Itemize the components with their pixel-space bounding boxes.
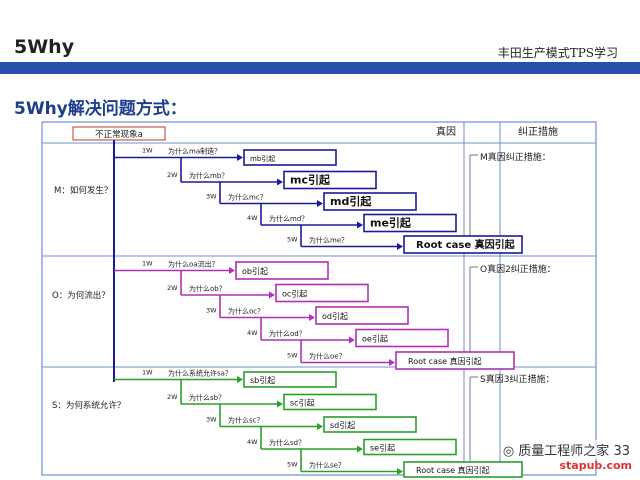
why-number-m-5: 5W — [287, 236, 298, 244]
cause-box-m-5 — [403, 235, 523, 254]
cause-box-label-s-4: se引起 — [370, 444, 395, 453]
arrow-head-icon — [357, 445, 363, 453]
slide-title: 5Why — [14, 36, 75, 58]
abnormal-label: 不正常现象a — [95, 129, 143, 140]
arrow-head-icon — [229, 267, 235, 274]
cause-box-label-o-5: Root case 真因引起 — [408, 356, 482, 366]
why-question-m-2: 为什么mb？ — [189, 171, 228, 180]
cause-box-o-1 — [235, 261, 329, 280]
why-question-m-5: 为什么me？ — [309, 236, 348, 245]
cause-box-s-1 — [243, 371, 337, 388]
why-number-s-1: 1W — [142, 369, 153, 377]
why-question-s-4: 为什么sd？ — [269, 438, 305, 447]
why-number-m-4: 4W — [247, 214, 258, 222]
arrow-head-icon — [317, 423, 323, 430]
cause-box-o-3 — [315, 306, 409, 325]
arrow-head-icon — [269, 291, 275, 299]
arrow-head-icon — [389, 359, 395, 366]
arrow-head-icon — [237, 154, 243, 161]
why-number-s-5: 5W — [287, 461, 298, 469]
cause-box-label-m-4: me引起 — [370, 216, 412, 230]
column-header-true-cause: 真因 — [436, 125, 456, 138]
arrow-head-icon — [357, 221, 363, 229]
why-question-o-4: 为什么od？ — [269, 329, 306, 338]
page-number: 33 — [613, 444, 630, 459]
why-number-m-2: 2W — [167, 171, 178, 179]
section-heading: 5Why解决问题方式： — [14, 99, 187, 119]
cause-box-label-m-3: md引起 — [330, 194, 372, 208]
correction-label-o: O真因2纠正措施： — [480, 263, 556, 275]
section-question-s: S：为何系统允许？ — [52, 400, 125, 411]
watermark: ◎ 质量工程师之家 33 stapub.com — [500, 440, 632, 472]
cause-box-label-o-2: oc引起 — [282, 290, 307, 299]
arrow-head-icon — [397, 243, 403, 250]
why-number-s-2: 2W — [167, 393, 178, 401]
abnormal-box — [72, 126, 166, 141]
header-subtitle: 丰田生产模式TPS学习 — [497, 46, 618, 60]
wechat-icon: ◎ — [502, 444, 519, 459]
why-question-m-3: 为什么mc？ — [228, 193, 267, 202]
cause-box-m-3 — [323, 192, 417, 211]
cause-box-label-o-3: od引起 — [322, 312, 348, 321]
watermark-name: 质量工程师之家 — [518, 444, 610, 459]
arrow-head-icon — [349, 336, 355, 344]
arrow-head-icon — [317, 200, 323, 207]
why-number-o-1: 1W — [142, 260, 153, 268]
why-number-s-4: 4W — [247, 438, 258, 446]
cause-box-label-s-3: sd引起 — [330, 421, 355, 430]
cause-box-m-2 — [283, 170, 377, 190]
watermark-url: stapub.com — [559, 459, 632, 472]
why-question-m-4: 为什么md？ — [269, 214, 308, 223]
why-question-o-3: 为什么oc？ — [228, 307, 264, 316]
cause-box-label-s-2: sc引起 — [290, 399, 315, 408]
why-number-o-3: 3W — [206, 307, 217, 315]
table-frame — [41, 121, 597, 476]
why-question-s-2: 为什么sb？ — [189, 393, 225, 402]
correction-label-m: M真因纠正措施： — [480, 151, 551, 163]
why-question-s-3: 为什么sc？ — [228, 416, 264, 425]
cause-box-label-m-2: mc引起 — [290, 173, 331, 187]
why-question-s-5: 为什么se？ — [309, 461, 345, 470]
cause-box-label-m-5: Root case 真因引起 — [416, 238, 516, 251]
cause-box-label-o-1: ob引起 — [242, 267, 268, 276]
cause-box-m-1 — [243, 149, 337, 166]
header-bar — [0, 62, 640, 74]
cause-box-s-5 — [403, 461, 523, 478]
cause-box-label-o-4: oe引起 — [362, 335, 388, 344]
why-question-s-1: 为什么系统允许sa？ — [168, 369, 232, 378]
column-header-correction: 纠正措施 — [518, 125, 558, 138]
cause-box-s-3 — [323, 416, 417, 433]
cause-box-o-5 — [395, 351, 515, 370]
why-question-o-2: 为什么ob？ — [189, 284, 226, 293]
why-number-s-3: 3W — [206, 416, 217, 424]
arrow-head-icon — [397, 468, 403, 475]
why-number-m-1: 1W — [142, 147, 153, 155]
why-question-o-1: 为什么oa流出？ — [168, 260, 219, 269]
why-number-m-3: 3W — [206, 193, 217, 201]
why-number-o-2: 2W — [167, 284, 178, 292]
why-question-o-5: 为什么oe？ — [309, 352, 346, 361]
why-question-m-1: 为什么ma制造？ — [168, 147, 221, 156]
section-question-o: O：为何流出？ — [52, 290, 110, 301]
correction-label-s: S真因3纠正措施： — [480, 373, 554, 385]
cause-box-s-4 — [363, 438, 457, 456]
why-number-o-4: 4W — [247, 329, 258, 337]
section-question-m: M：如何发生？ — [54, 185, 112, 196]
arrow-head-icon — [237, 376, 243, 383]
cause-box-label-s-1: sb引起 — [250, 376, 275, 385]
cause-box-o-2 — [275, 283, 369, 303]
cause-box-o-4 — [355, 328, 449, 348]
cause-box-m-4 — [363, 213, 457, 233]
why-number-o-5: 5W — [287, 352, 298, 360]
arrow-head-icon — [309, 314, 315, 321]
arrow-head-icon — [277, 178, 283, 186]
cause-box-s-2 — [283, 393, 377, 411]
arrow-head-icon — [277, 400, 283, 408]
cause-box-label-s-5: Root case 真因引起 — [416, 465, 490, 475]
cause-box-label-m-1: mb引起 — [250, 154, 275, 163]
